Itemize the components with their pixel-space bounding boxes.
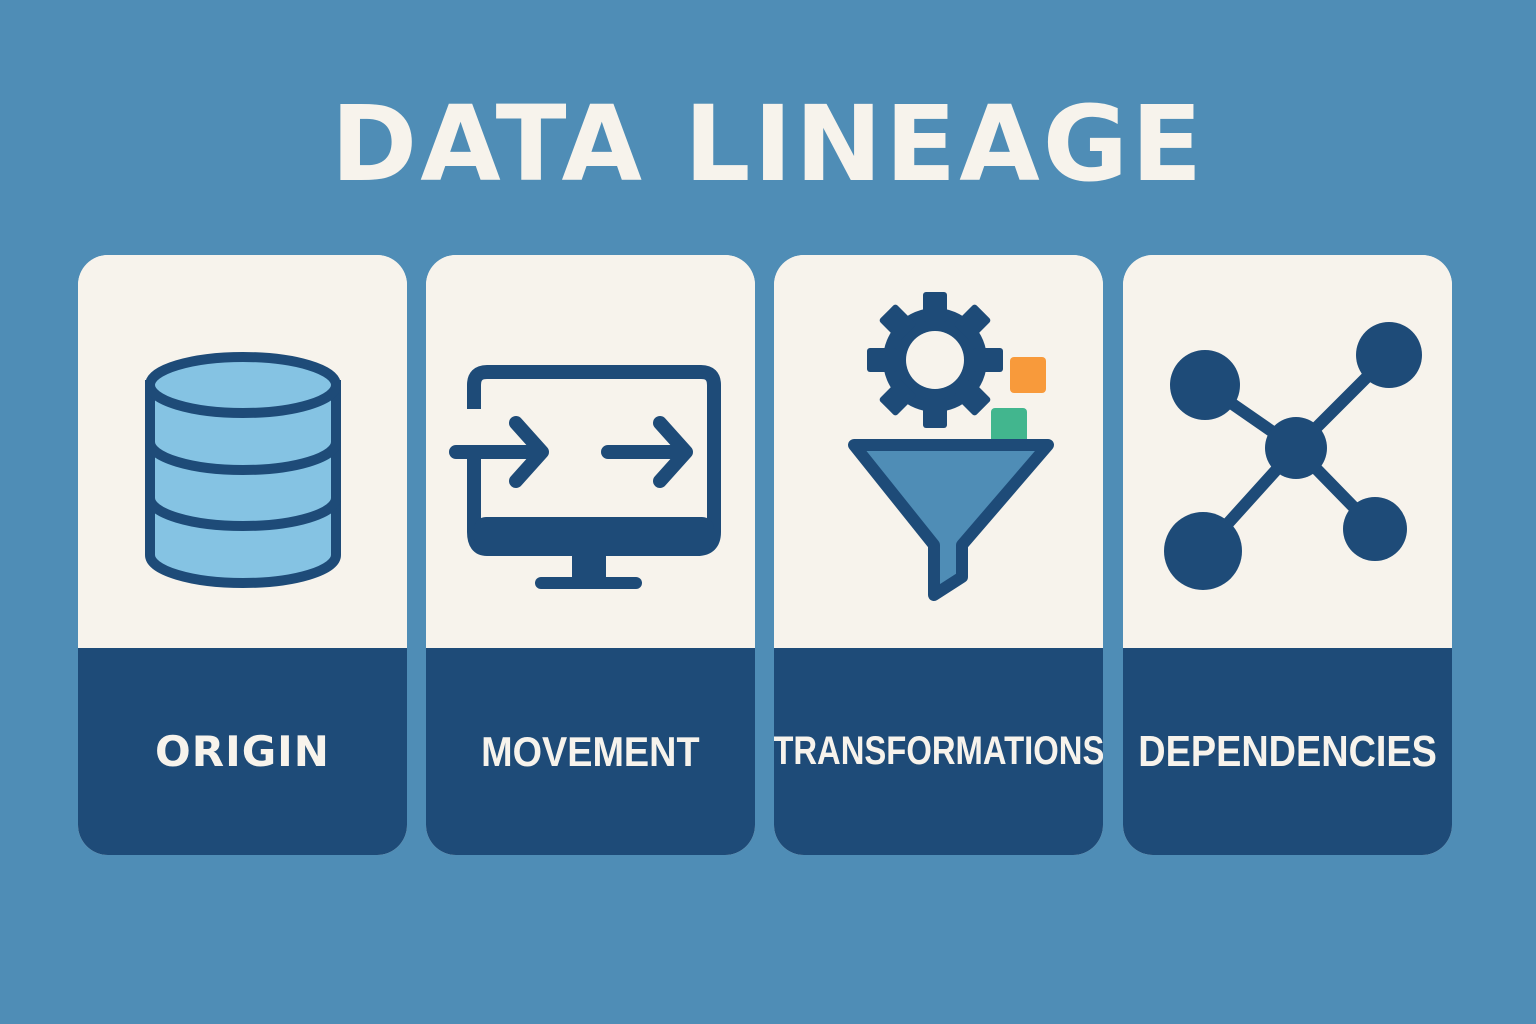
orange-square-icon xyxy=(1010,357,1046,393)
monitor-arrows-icon xyxy=(449,365,721,589)
card-icon-area xyxy=(78,255,407,648)
card-label-area: MOVEMENT xyxy=(426,648,755,855)
card-label: TRANSFORMATIONS xyxy=(774,729,1103,773)
database-icon xyxy=(145,352,341,588)
gear-icon xyxy=(867,292,1003,428)
card-icon-area xyxy=(774,255,1103,648)
network-nodes-icon xyxy=(1164,322,1422,590)
funnel-icon xyxy=(848,439,1054,601)
card-icon-area xyxy=(1123,255,1452,648)
card-label-area: DEPENDENCIES xyxy=(1123,648,1452,855)
gear-funnel-icon xyxy=(848,292,1054,601)
card-label-area: TRANSFORMATIONS xyxy=(774,648,1103,855)
card-label: MOVEMENT xyxy=(481,727,700,775)
card-origin: ORIGIN xyxy=(78,255,407,855)
page-title: DATA LINEAGE xyxy=(330,83,1206,205)
card-icon-area xyxy=(426,255,755,648)
card-label-area: ORIGIN xyxy=(78,648,407,855)
green-square-icon xyxy=(991,408,1027,444)
card-movement: MOVEMENT xyxy=(426,255,755,855)
card-label: DEPENDENCIES xyxy=(1138,726,1437,776)
card-label: ORIGIN xyxy=(155,727,330,776)
card-transformations: TRANSFORMATIONS xyxy=(774,255,1103,855)
card-dependencies: DEPENDENCIES xyxy=(1123,255,1452,855)
